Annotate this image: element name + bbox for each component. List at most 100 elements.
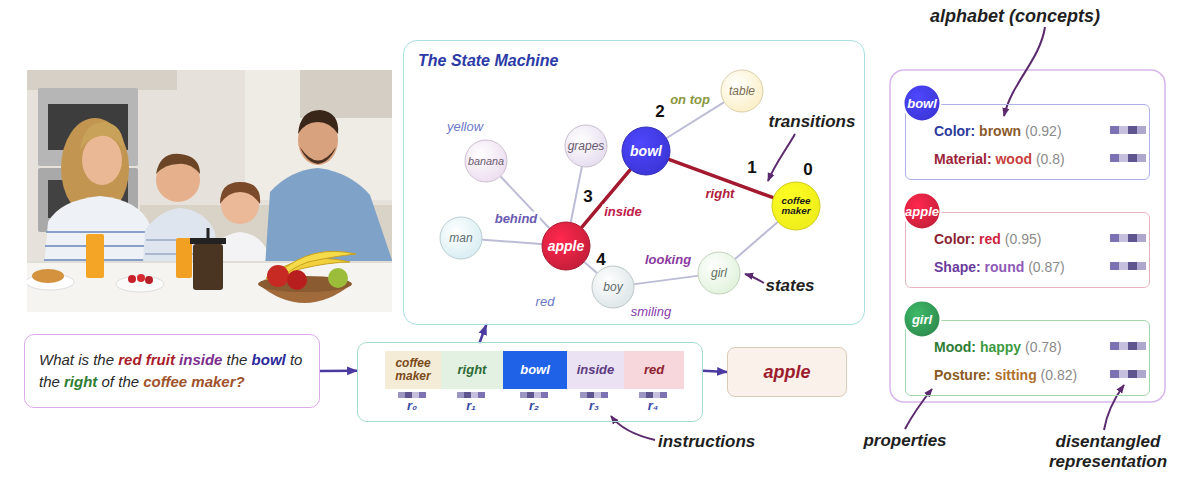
transition-line: [585, 262, 597, 272]
instruction-word: red: [644, 363, 664, 377]
word: of: [102, 373, 119, 390]
word: (0.87): [1028, 259, 1065, 275]
word: Shape:: [934, 259, 985, 275]
panel-title: The State Machine: [418, 52, 558, 70]
embedding-bars: [1110, 262, 1146, 270]
state-node: girl: [697, 251, 741, 295]
question-box: What is the red fruit inside the bowl to…: [24, 334, 320, 408]
word: (0.95): [1005, 231, 1042, 247]
callout-arrows: [611, 27, 1124, 440]
concept-card: Color: red (0.95)Shape: round (0.87)appl…: [905, 212, 1150, 288]
word: to: [290, 351, 303, 368]
instruction-cell: inside: [567, 351, 624, 389]
object-badge: bowl: [902, 83, 942, 123]
callout-label: states: [765, 276, 814, 296]
transition-line: [669, 160, 772, 198]
connectors: [320, 103, 777, 372]
callout-arrows: [768, 134, 795, 181]
circle-shape: [565, 125, 607, 167]
embedding-bars: [1110, 342, 1146, 350]
callout-arrows: [1004, 27, 1045, 116]
instruction-word: inside: [577, 363, 615, 377]
attribute-label: red: [536, 295, 555, 310]
concept-card: Mood: happy (0.78)Posture: sitting (0.82…: [905, 320, 1150, 396]
node-label: bowl: [630, 144, 662, 158]
state-machine-panel: The State Machinetablebowlcoffee makerba…: [403, 40, 865, 325]
word: happy: [980, 339, 1025, 355]
state-node: boy: [591, 265, 635, 309]
instruction-cell: red: [624, 351, 684, 389]
object-badge: apple: [902, 191, 942, 231]
family-photo: [220, 182, 260, 204]
transition-label: on top: [668, 93, 712, 108]
word: the: [118, 373, 143, 390]
family-photo: [298, 110, 338, 134]
word: the: [93, 351, 118, 368]
family-photo: [86, 234, 104, 278]
property-line: Shape: round (0.87): [934, 253, 1141, 281]
property-line: Color: red (0.95): [934, 225, 1141, 253]
attribute-label: yellow: [447, 120, 483, 135]
node-label: man: [449, 232, 472, 244]
instruction-index: r₃: [589, 399, 599, 414]
circle-shape: [904, 301, 941, 338]
transition-line: [635, 276, 697, 284]
word: maker?: [191, 373, 244, 390]
family-photo: [190, 238, 226, 244]
instruction-cell: coffee maker: [385, 351, 441, 389]
word: coffee: [143, 373, 191, 390]
node-label: coffee maker: [773, 196, 819, 216]
word: Color:: [934, 231, 979, 247]
transition-line: [483, 240, 541, 244]
callout-label: transitions: [769, 112, 856, 132]
property-line: Mood: happy (0.78): [934, 333, 1141, 361]
step-number: 3: [583, 187, 592, 207]
node-label: grapes: [568, 140, 605, 152]
answer-text: apple: [763, 362, 810, 383]
step-number: 4: [596, 250, 605, 270]
embedding-bars: [398, 126, 1146, 398]
word: (0.8): [1036, 151, 1065, 167]
state-node: coffee maker: [771, 181, 821, 231]
word: fruit: [146, 351, 179, 368]
family-photo: [32, 269, 64, 283]
family-photo: [156, 154, 200, 174]
embedding-bars: [520, 392, 548, 398]
state-node: grapes: [564, 124, 608, 168]
word: wood: [995, 151, 1035, 167]
instruction-box: instructionscoffee makerrightbowlinsider…: [357, 342, 703, 422]
answer-box: apple: [727, 347, 847, 397]
word: sitting: [995, 367, 1041, 383]
transition-line: [736, 222, 778, 258]
family-photo: [328, 268, 348, 288]
word: Material:: [934, 151, 995, 167]
step-number: 2: [655, 102, 664, 122]
instruction-cell: bowl: [503, 351, 567, 389]
transition-label: looking: [643, 253, 693, 268]
step-number: 0: [803, 160, 812, 180]
family-photo: [193, 244, 223, 290]
word: round: [985, 259, 1029, 275]
circle-shape: [904, 85, 941, 122]
transition-label: inside: [602, 205, 644, 220]
word: Color:: [934, 123, 979, 139]
node-label: boy: [603, 281, 622, 293]
word: the: [227, 351, 252, 368]
circle-shape: [542, 222, 590, 270]
word: is: [78, 351, 93, 368]
embedding-bars: [1110, 370, 1146, 378]
word: bowl: [252, 351, 290, 368]
circle-shape: [622, 127, 670, 175]
word: red: [979, 231, 1005, 247]
word: Posture:: [934, 367, 995, 383]
instruction-index: r₂: [529, 399, 539, 414]
embedding-bars: [457, 392, 485, 398]
transition-line: [571, 168, 582, 222]
callout-label: instructions: [658, 432, 755, 452]
circle-shape: [465, 140, 507, 182]
family-photo: [145, 276, 153, 284]
word: Mood:: [934, 339, 980, 355]
node-label: apple: [905, 205, 939, 218]
word: the: [39, 373, 64, 390]
